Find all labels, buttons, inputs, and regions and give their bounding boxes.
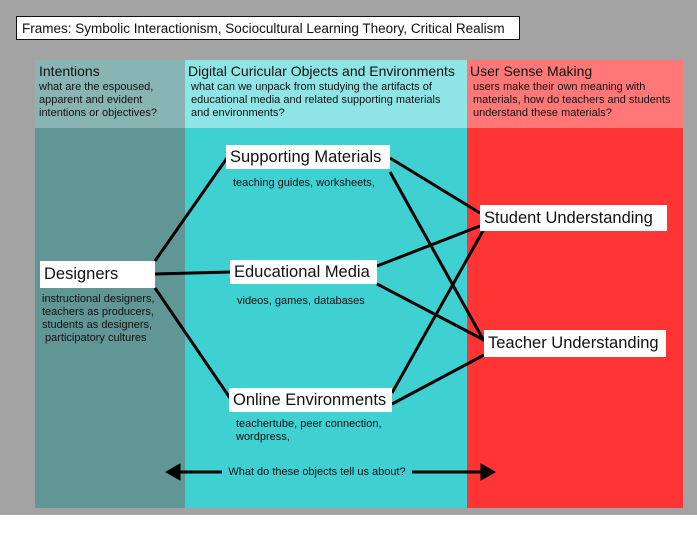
intentions-body-bg [35,128,185,508]
digital-question-line: and environments? [191,107,285,119]
intentions-question-line: intentions or objectives? [39,107,158,119]
online-environments-desc: teachertube, peer connection, wordpress, [236,418,382,444]
bottom-question-label: What do these objects tell us about? [222,464,412,480]
educational-media-node: Educational Media [230,260,377,284]
designers-desc: instructional designers, teachers as pro… [42,293,155,345]
intentions-header-bg [35,60,185,128]
user-question-line: users make their own meaning with [473,81,646,93]
supporting-materials-node: Supporting Materials [226,145,390,169]
intentions-question-line: what are the espoused, [39,81,154,93]
digital-question-line: educational media and related supporting… [191,94,441,106]
designers-node: Designers [40,261,155,288]
connector-supporting-teacher [388,171,486,342]
connector-designers-supporting [153,157,229,262]
digital-question-line: what can we unpack from studying the art… [191,81,432,93]
student-understanding-node: Student Understanding [480,205,667,231]
educational-media-desc-line: videos, games, databases [237,295,365,307]
digital-body-bg [185,128,467,508]
user-question-line: materials, how do teachers and students [473,94,671,106]
intentions-question: what are the espoused, apparent and evid… [39,81,157,120]
frames-title: Frames: Symbolic Interactionism, Sociocu… [16,16,520,40]
supporting-materials-desc: teaching guides, worksheets, [233,177,375,190]
designers-desc-line: teachers as producers, [42,306,154,318]
online-environments-node: Online Environments [229,388,392,412]
connector-designers-online [153,287,232,399]
intentions-question-line: apparent and evident [39,94,143,106]
user-question-line: understand these materials? [473,107,612,119]
connector-online-student [390,228,486,394]
user-header-bg [467,60,683,128]
supporting-materials-desc-line: teaching guides, worksheets, [233,177,375,189]
digital-question: what can we unpack from studying the art… [191,81,441,120]
connector-media-student [376,224,481,268]
designers-desc-line: participatory cultures [45,332,147,344]
online-environments-desc-line: wordpress, [236,431,290,443]
user-title: User Sense Making [470,63,593,79]
designers-desc-line: instructional designers, [42,293,155,305]
bottom-arrow-right-head [480,463,497,481]
educational-media-desc: videos, games, databases [237,295,365,308]
user-body-bg [467,128,683,508]
connector-designers-media [154,270,231,276]
online-environments-desc-line: teachertube, peer connection, [236,418,382,430]
user-question: users make their own meaning with materi… [473,81,671,120]
teacher-understanding-node: Teacher Understanding [484,330,666,357]
digital-header-bg [185,60,467,128]
digital-title: Digital Curicular Objects and Environmen… [188,63,455,79]
designers-desc-line: students as designers, [42,319,153,331]
intentions-title: Intentions [39,63,100,79]
connector-supporting-student [389,156,481,215]
connector-media-teacher [376,282,485,342]
connector-online-teacher [391,353,485,406]
bottom-arrow-left-head [164,463,181,481]
